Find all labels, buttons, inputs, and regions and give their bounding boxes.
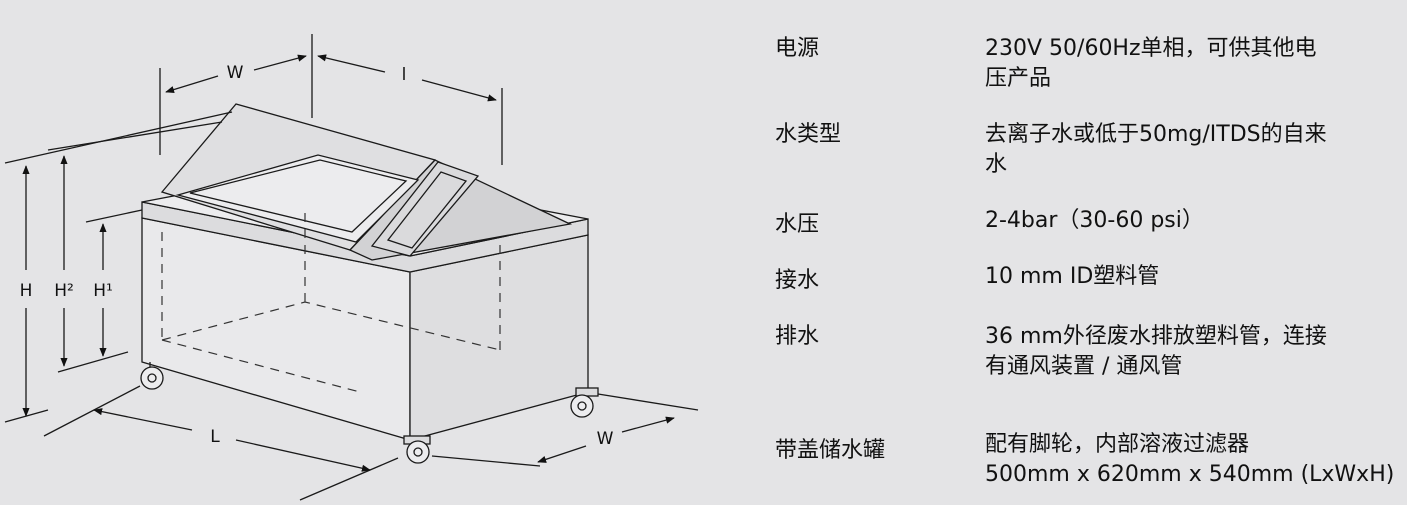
dim-top-length: l [317, 54, 503, 165]
dim-bottom-length: L [43, 385, 399, 501]
dim-top-width: W [159, 34, 313, 155]
control-panel-inner [386, 171, 468, 249]
spec-value-line: 500mm x 620mm x 540mm (LxWxH) [985, 462, 1395, 487]
dim-label-l: L [210, 427, 220, 447]
spec-value-line: 配有脚轮，内部溶液过滤器 [985, 432, 1250, 457]
spec-label-drain: 排水 [775, 324, 820, 349]
dim-bottom-width: W [431, 393, 699, 467]
spec-value-water-pressure: 2-4bar（30-60 psi） [985, 206, 1395, 236]
dim-label-h1: H¹ [93, 281, 113, 301]
hidden-edges [161, 208, 501, 393]
dim-heights: H H² H¹ [4, 111, 233, 423]
spec-value-line: 去离子水或低于50mg/ITDS的自来 [985, 122, 1327, 147]
spec-value-tank: 配有脚轮，内部溶液过滤器 500mm x 620mm x 540mm (LxWx… [985, 430, 1395, 490]
dim-label-h: H [20, 281, 33, 301]
spec-value-power: 230V 50/60Hz单相，可供其他电 压产品 [985, 34, 1395, 94]
caster-front-right [403, 435, 431, 464]
spec-label-tank: 带盖储水罐 [775, 438, 886, 463]
lid-opening [175, 154, 420, 243]
caster-front-left [140, 362, 164, 390]
spec-value-line: 压产品 [985, 66, 1052, 91]
spec-value-line: 2-4bar（30-60 psi） [985, 208, 1204, 233]
spec-label-water-type: 水类型 [775, 122, 842, 147]
spec-value-line: 36 mm外径废水排放塑料管，连接 [985, 324, 1327, 349]
dim-label-w-bottom: W [597, 429, 614, 449]
lid-opening-inner [189, 159, 408, 233]
dim-label-l-top: l [402, 65, 407, 85]
dim-label-h2: H² [54, 281, 74, 301]
spec-value-line: 水 [985, 152, 1008, 177]
spec-value-line: 有通风装置 / 通风管 [985, 354, 1183, 379]
caster-back-right [570, 387, 599, 418]
dim-label-w-top: W [227, 63, 244, 83]
spec-value-water-inlet: 10 mm ID塑料管 [985, 262, 1395, 292]
spec-value-water-type: 去离子水或低于50mg/ITDS的自来 水 [985, 120, 1395, 180]
spec-label-water-inlet: 接水 [775, 268, 820, 293]
spec-value-drain: 36 mm外径废水排放塑料管，连接 有通风装置 / 通风管 [985, 322, 1395, 382]
tank-diagram: W l H H² H¹ L W [4, 34, 699, 501]
spec-value-line: 10 mm ID塑料管 [985, 264, 1160, 289]
spec-label-power: 电源 [775, 36, 820, 61]
control-panel [370, 161, 480, 257]
spec-value-line: 230V 50/60Hz单相，可供其他电 [985, 36, 1317, 61]
spec-label-water-pressure: 水压 [775, 212, 820, 237]
